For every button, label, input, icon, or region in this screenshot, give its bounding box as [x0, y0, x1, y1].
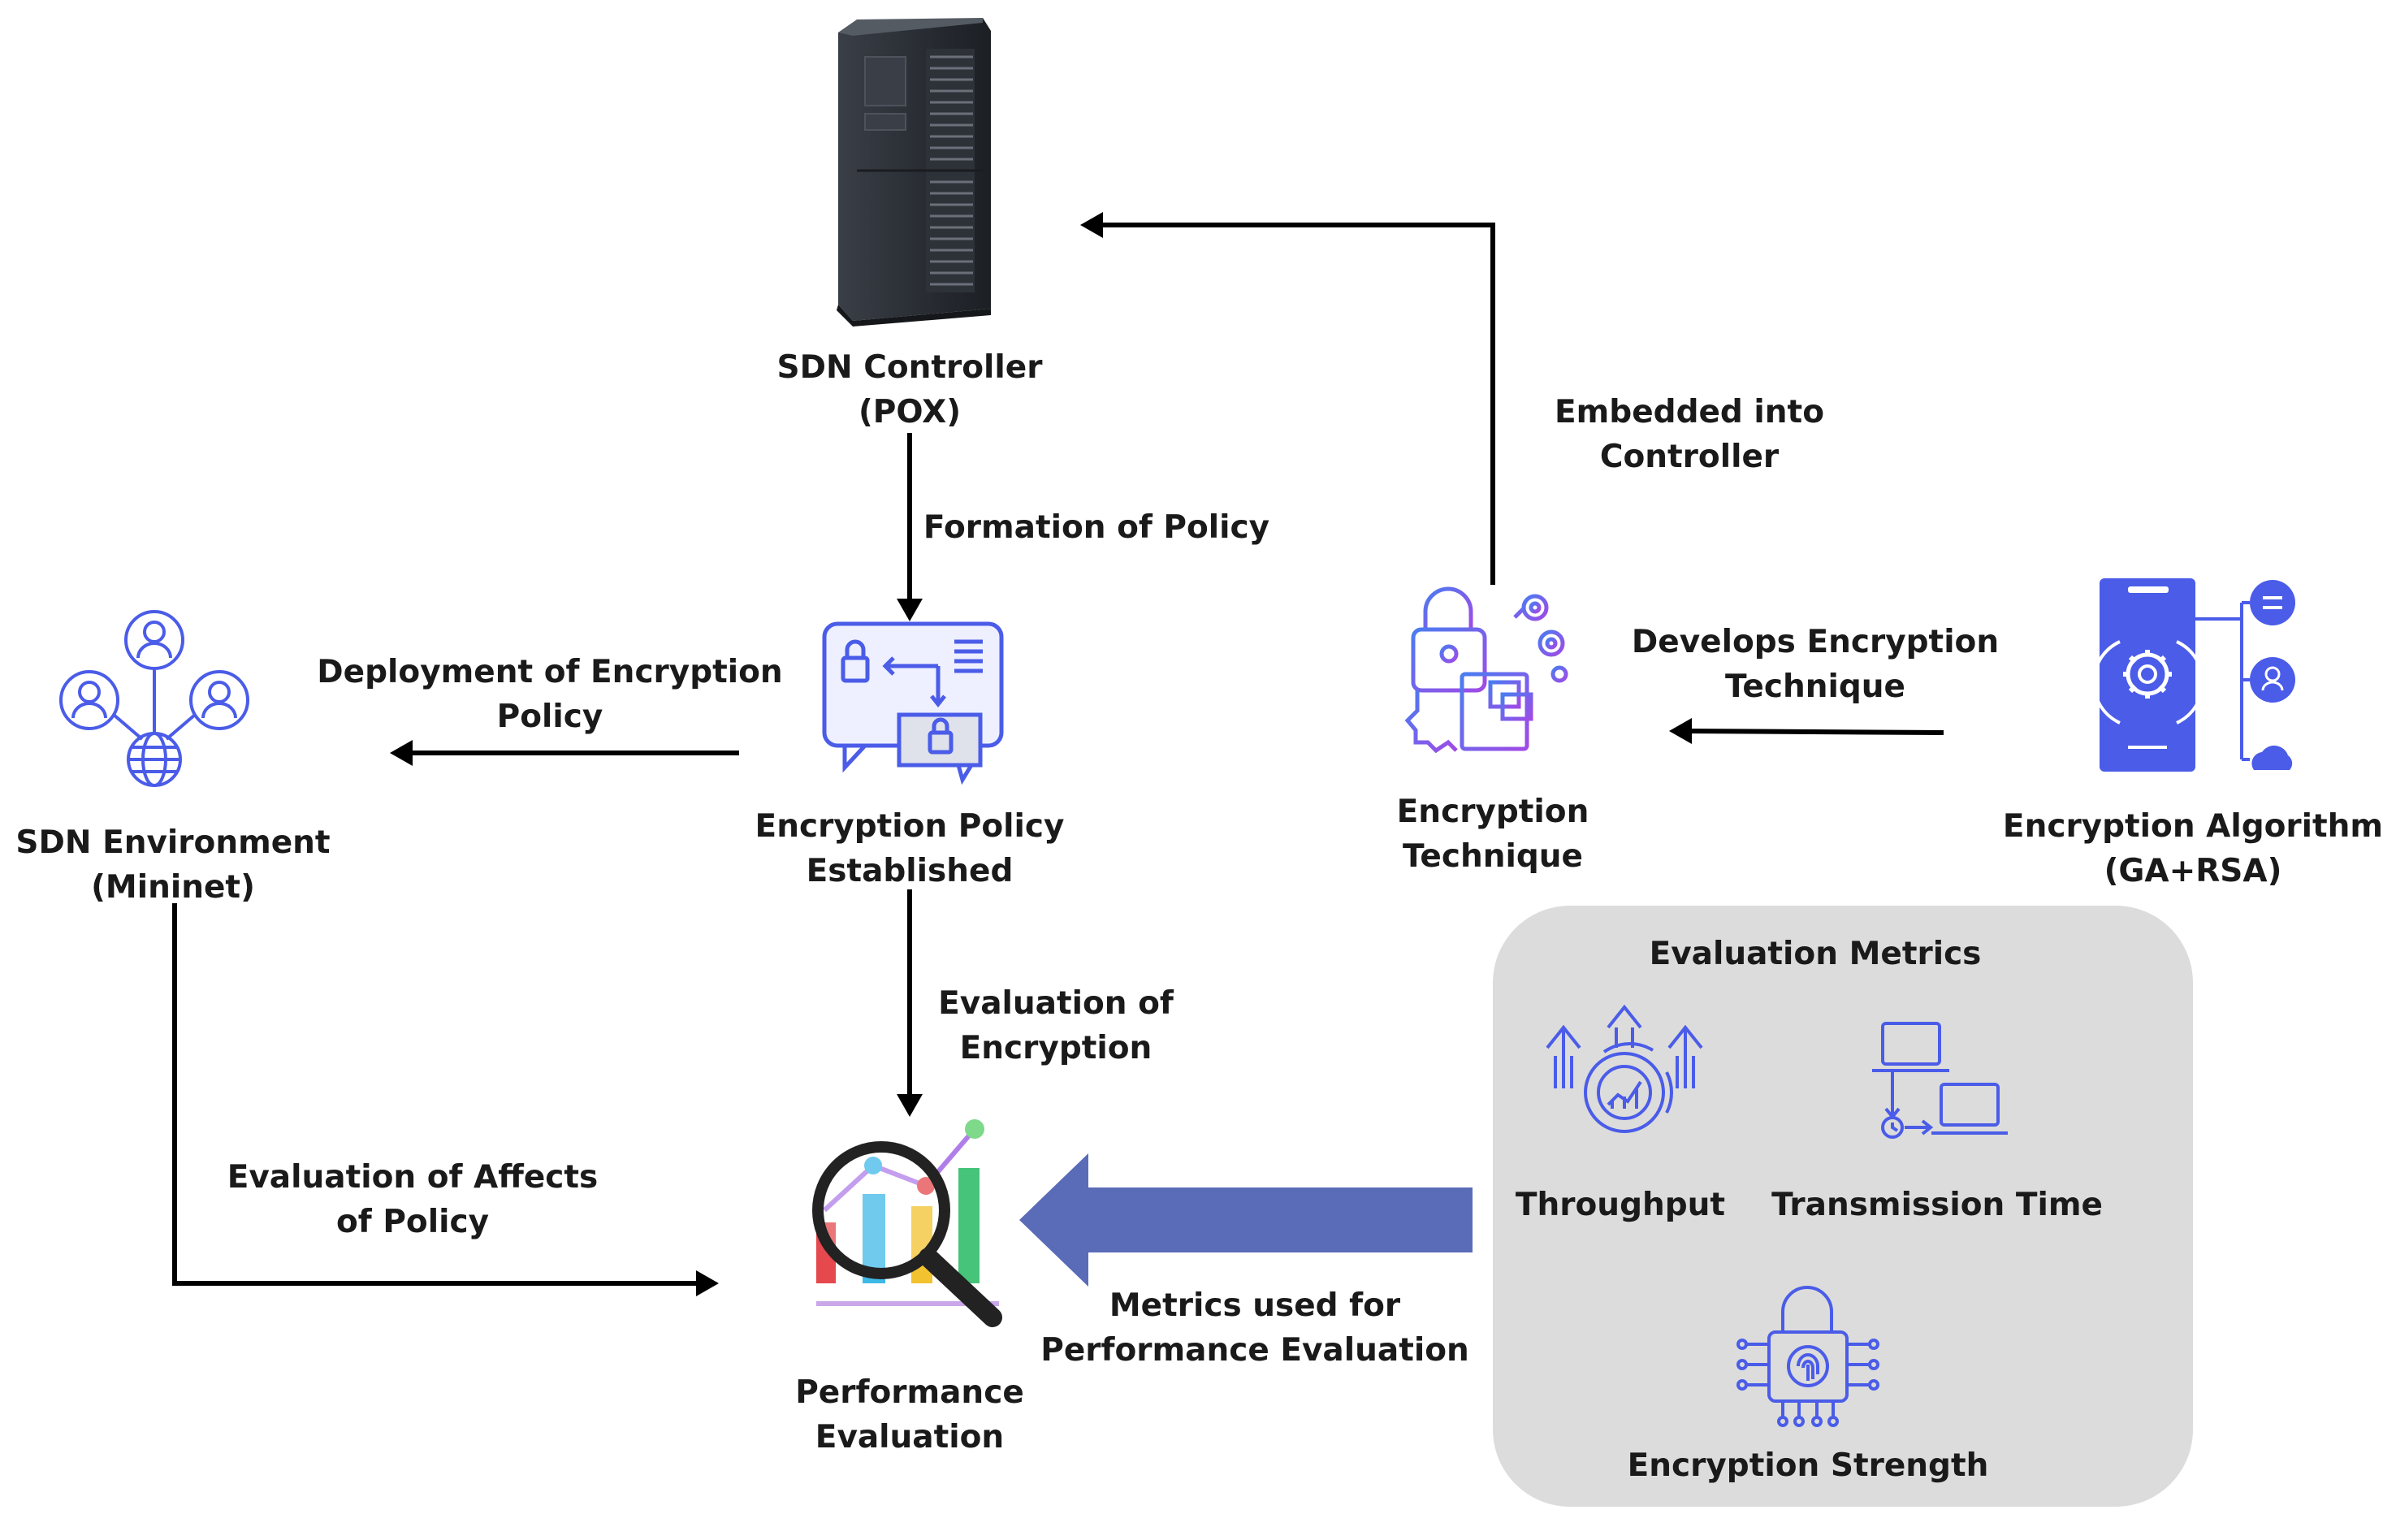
metrics-used-label: Metrics used for Performance Evaluation — [1040, 1283, 1469, 1373]
evaluation-of-encryption-label: Evaluation of Encryption — [938, 981, 1174, 1071]
encryption-algorithm-label: Encryption Algorithm (GA+RSA) — [2003, 804, 2383, 893]
sdn-controller-title: SDN Controller — [776, 349, 1043, 386]
embedded-line1: Embedded into — [1555, 394, 1824, 430]
metrics-used-arrow — [1019, 1153, 1473, 1287]
metrics-panel — [1493, 906, 2193, 1507]
edge-formation-of-policy — [897, 433, 923, 621]
metrics-title-text: Evaluation Metrics — [1649, 936, 1982, 972]
algorithm-line1: Encryption Algorithm — [2002, 808, 2383, 845]
edge-evaluation-affects — [172, 903, 719, 1296]
eval-encryption-line1: Evaluation of — [938, 985, 1174, 1022]
eval-encryption-line2: Encryption — [959, 1030, 1153, 1066]
develops-encryption-technique-label: Develops Encryption Technique — [1632, 620, 1999, 709]
encryption-strength-label: Encryption Strength — [1628, 1443, 1989, 1488]
technique-line1: Encryption — [1396, 794, 1589, 830]
metrics-used-line1: Metrics used for — [1109, 1287, 1401, 1324]
metrics-used-line2: Performance Evaluation — [1040, 1332, 1469, 1369]
evaluation-of-affects-label: Evaluation of Affects of Policy — [227, 1155, 599, 1244]
policy-line1: Encryption Policy — [755, 808, 1065, 845]
eval-affects-line1: Evaluation of Affects — [227, 1159, 599, 1196]
sdn-controller-label: SDN Controller (POX) — [777, 345, 1043, 435]
throughput-text: Throughput — [1515, 1187, 1726, 1223]
fingerprint-lock-icon — [1736, 1286, 1879, 1427]
deployment-line2: Policy — [496, 699, 603, 735]
encryption-policy-icon — [822, 621, 1004, 785]
deployment-of-encryption-policy-label: Deployment of Encryption Policy — [317, 650, 782, 739]
policy-line2: Established — [806, 853, 1014, 889]
encryption-technique-label: Encryption Technique — [1397, 789, 1589, 879]
deployment-line1: Deployment of Encryption — [317, 654, 783, 690]
throughput-label: Throughput — [1516, 1183, 1725, 1227]
edge-develops-technique — [1669, 718, 1944, 744]
sdn-environment-label: SDN Environment (Mininet) — [15, 820, 330, 910]
develops-line1: Develops Encryption — [1631, 624, 2000, 660]
laptop-transfer-icon — [1872, 1022, 2008, 1139]
performance-line1: Performance — [795, 1374, 1024, 1411]
performance-line2: Evaluation — [815, 1419, 1005, 1456]
technique-line2: Technique — [1402, 838, 1584, 875]
lock-technique-icon — [1404, 586, 1568, 754]
edge-evaluation-encryption — [897, 889, 923, 1117]
sdn-environment-title: SDN Environment — [15, 824, 331, 861]
eval-affects-line2: of Policy — [336, 1204, 489, 1240]
edge-embedded-into-controller — [1080, 212, 1495, 585]
encryption-strength-text: Encryption Strength — [1627, 1447, 1989, 1484]
formation-text: Formation of Policy — [923, 509, 1270, 546]
embedded-line2: Controller — [1599, 439, 1780, 475]
server-tower-icon — [837, 18, 991, 327]
encryption-policy-established-label: Encryption Policy Established — [755, 804, 1065, 893]
embedded-into-controller-label: Embedded into Controller — [1555, 390, 1824, 479]
transmission-time-text: Transmission Time — [1771, 1187, 2103, 1223]
develops-line2: Technique — [1724, 668, 1906, 705]
transmission-time-label: Transmission Time — [1771, 1183, 2103, 1227]
algorithm-line2: (GA+RSA) — [2104, 853, 2282, 889]
sdn-controller-subtitle: (POX) — [858, 394, 962, 430]
sdn-environment-subtitle: (Mininet) — [91, 869, 255, 906]
evaluation-metrics-title: Evaluation Metrics — [1650, 932, 1982, 976]
edge-deployment-policy — [390, 740, 739, 766]
magnifier-chart-icon — [812, 1119, 1002, 1327]
network-users-icon — [59, 610, 249, 787]
formation-of-policy-label: Formation of Policy — [923, 505, 1269, 550]
performance-evaluation-label: Performance Evaluation — [795, 1370, 1024, 1460]
mobile-gear-icon — [2091, 578, 2295, 772]
throughput-gear-icon — [1546, 1004, 1703, 1133]
